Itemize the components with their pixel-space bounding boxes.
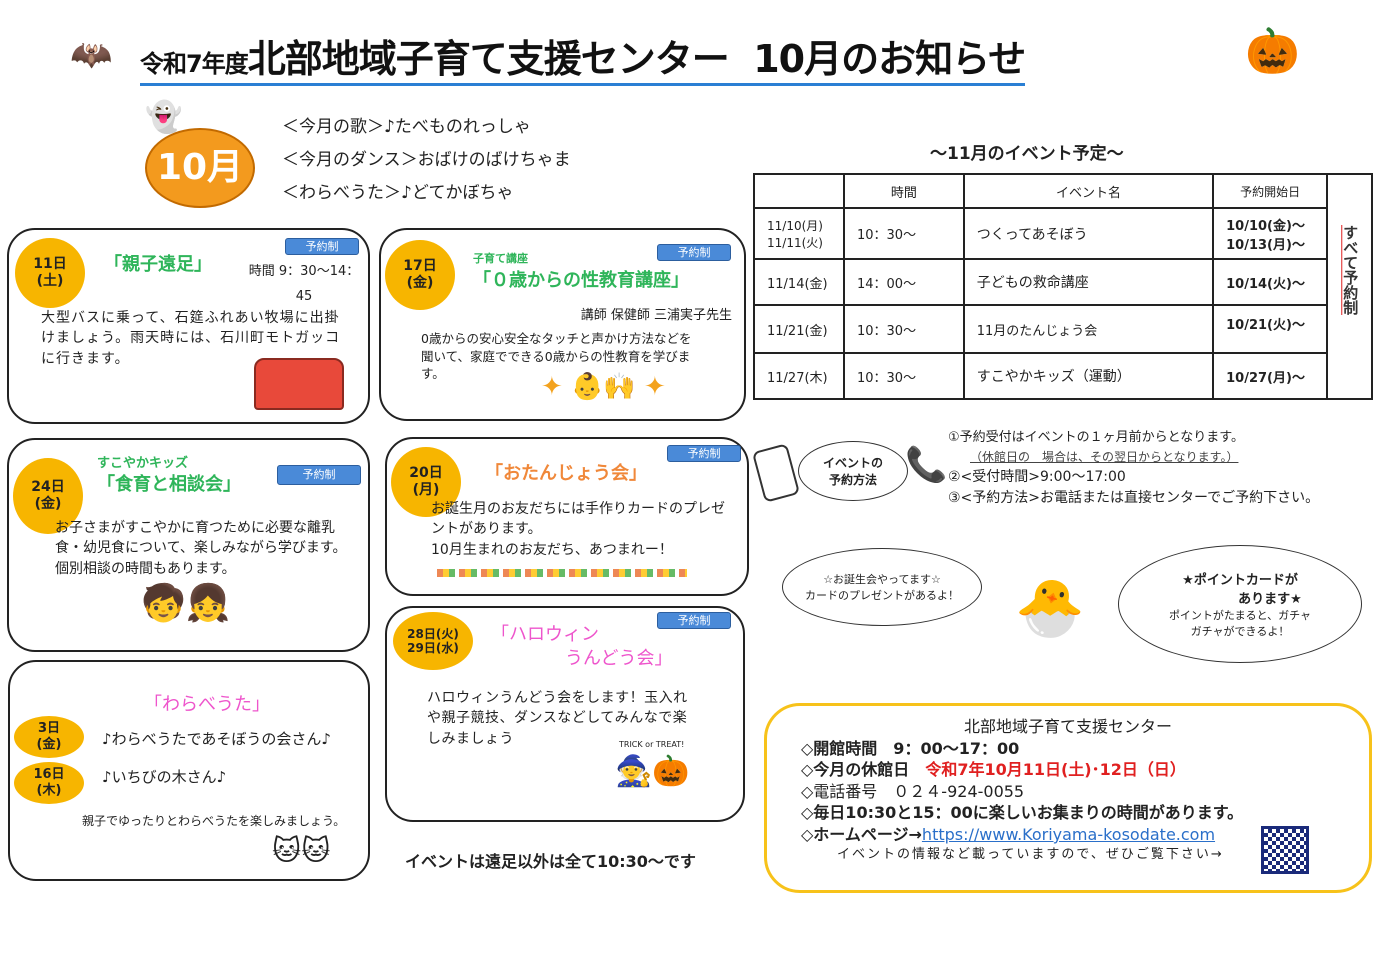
- event-subtitle: すこやかキッズ: [97, 456, 189, 471]
- event-title-line2: うんどう会」: [565, 648, 673, 669]
- event-title: 「食育と相談会」: [97, 474, 241, 495]
- event-subtitle: 子育て講座: [473, 252, 528, 265]
- column-header: [753, 173, 845, 209]
- reservation-tag: 予約制: [657, 612, 731, 629]
- bus-illustration: [254, 358, 344, 410]
- event-card-warabeuta: 「わらべうた」 3日(金) ♪わらべうたであそぼうの会さん♪ 16日(木) ♪い…: [8, 660, 370, 881]
- date-badge: 28日(火)29日(水): [393, 612, 473, 670]
- event-card-sex-education: 17日(金) 予約制 子育て講座 「０歳からの性教育講座」 講師 保健師 三浦実…: [379, 228, 746, 421]
- date-badge: 3日(金): [14, 716, 84, 758]
- song-of-month: ＜今月の歌＞♪たべものれっしゃ: [282, 117, 531, 137]
- table-row: 11/27(木)10：30～すこやかキッズ（運動）10/27(月)～: [753, 352, 1372, 400]
- event-title: 「親子遠足」: [104, 254, 212, 275]
- telephone-icon: 📞: [905, 445, 948, 485]
- november-events-table: 時間イベント名予約開始日 すべて予約制 11/10(月) 11/11(火)10：…: [753, 173, 1373, 400]
- cat-illustration: 🐱🐱: [272, 834, 331, 867]
- reservation-tag: 予約制: [277, 465, 361, 485]
- date-badge: 24日(金): [13, 458, 83, 534]
- center-name: 北部地域子育て支援センター: [963, 717, 1172, 736]
- column-header: 時間: [842, 173, 965, 209]
- event-description: 親子でゆったりとわらべうたを楽しみましょう。: [82, 814, 346, 828]
- closed-days: ◇今月の休館日 令和7年10月11日(土)･12日（日）: [801, 760, 1186, 780]
- date-badge: 16日(木): [14, 762, 84, 804]
- phone-number: ◇電話番号 ０２４-924-0055: [801, 781, 1025, 801]
- date-badge: 11日(土): [15, 238, 85, 308]
- trick-or-treat-text: TRICK or TREAT!: [619, 740, 685, 749]
- reservation-tag: 予約制: [657, 244, 731, 261]
- reservation-rules: ①予約受付はイベントの１ヶ月前からとなります。 （休館日の 場合は、その翌日から…: [948, 430, 1320, 507]
- event-card-excursion: 11日(土) 予約制 「親子遠足」 時間 9：30～14：45 大型バスに乗って…: [7, 228, 370, 424]
- ghost-icon: 👻: [145, 100, 183, 135]
- dance-of-month: ＜今月のダンス＞おばけのばけちゃま: [282, 150, 571, 170]
- date-badge: 20日(月): [391, 447, 461, 517]
- month-badge: 10月: [145, 128, 255, 208]
- homepage-note: イベントの情報など載っていますので、ぜひご覧下さい→: [837, 846, 1224, 862]
- halloween-kids-illustration: 🧙🎃: [615, 754, 690, 789]
- event-description: 0歳からの安心安全なタッチと声かけ方法などを聞いて、家庭でできる0歳からの性教育…: [421, 331, 692, 381]
- lecturer: 講師 保健師 三浦実子先生: [580, 308, 732, 323]
- pumpkin-icon: 🎃: [1245, 26, 1300, 77]
- point-card-speech-bubble: ★ポイントカードがあります★ポイントがたまると、ガチャガチャができるよ！: [1118, 545, 1362, 663]
- qr-code[interactable]: [1261, 826, 1309, 874]
- smartphone-icon: [751, 443, 801, 503]
- homepage: ◇ホームページ→https://www.Koriyama-kosodate.co…: [801, 824, 1216, 844]
- daily-gathering: ◇毎日10:30と15：00に楽しいお集まりの時間があります。: [801, 803, 1244, 823]
- event-description: お子さまがすこやかに育つために必要な離乳食・幼児食について、楽しみながら学びます…: [55, 520, 347, 577]
- event-title: 「０歳からの性教育講座」: [473, 270, 689, 291]
- event-description: 大型バスに乗って、石筵ふれあい牧場に出掛けましょう。雨天時には、石川町モトガッコ…: [41, 310, 341, 367]
- warabeuta-item: ♪いちびの木さん♪: [102, 768, 227, 786]
- center-info-box: 北部地域子育て支援センター ◇開館時間 9：00～17：00 ◇今月の休館日 令…: [764, 703, 1372, 893]
- high-five-illustration: ✦ 👶🙌 ✦: [541, 372, 666, 402]
- event-title: 「わらべうた」: [144, 694, 270, 715]
- opening-hours: ◇開館時間 9：00～17：00: [801, 738, 1020, 758]
- warabeuta-of-month: ＜わらべうた＞♪どてかぼちゃ: [282, 183, 514, 203]
- event-card-food-education: 24日(金) すこやかキッズ 「食育と相談会」 予約制 お子さまがすこやかに育つ…: [7, 438, 370, 652]
- reservation-tag: 予約制: [285, 238, 359, 255]
- column-header: イベント名: [962, 173, 1215, 209]
- birthday-speech-bubble: ☆お誕生会やってます☆カードのプレゼントがあるよ！: [782, 548, 982, 626]
- event-title: 「おたんじょう会」: [485, 463, 647, 484]
- decorative-garland: [437, 569, 687, 577]
- event-time: 時間 9：30～14：45: [248, 264, 360, 304]
- event-description: お誕生月のお友だちには手作りカードのプレゼントがあります。10月生まれのお友だち…: [431, 501, 725, 558]
- november-heading: ～11月のイベント予定～: [930, 144, 1124, 164]
- all-reservation-label: すべて予約制: [1326, 173, 1373, 400]
- event-card-halloween: 28日(火)29日(水) 予約制 「ハロウィン うんどう会」 ハロウィンうんどう…: [385, 606, 745, 822]
- homepage-link[interactable]: https://www.Koriyama-kosodate.com: [921, 824, 1216, 844]
- bat-icon: 🦇: [70, 35, 113, 75]
- children-eating-illustration: 🧒👧: [141, 583, 231, 624]
- event-card-birthday: 20日(月) 予約制 「おたんじょう会」 お誕生月のお友だちには手作りカードのプ…: [385, 437, 749, 596]
- event-description: ハロウィンうんどう会をします！玉入れや親子競技、ダンスなどしてみんなで楽しみまし…: [427, 690, 688, 747]
- chick-illustration: 🐣: [1015, 576, 1085, 641]
- reservation-method-bubble: イベントの予約方法: [798, 441, 908, 501]
- warabeuta-item: ♪わらべうたであそぼうの会さん♪: [102, 730, 331, 748]
- footer-note: イベントは遠足以外は全て10:30～です: [405, 852, 696, 871]
- reservation-tag: 予約制: [667, 445, 741, 462]
- date-badge: 17日(金): [385, 240, 455, 310]
- column-header: 予約開始日: [1212, 173, 1329, 209]
- page-title: 令和7年度北部地域子育て支援センター 10月のお知らせ: [140, 28, 1026, 86]
- event-title-line1: 「ハロウィン: [491, 624, 599, 645]
